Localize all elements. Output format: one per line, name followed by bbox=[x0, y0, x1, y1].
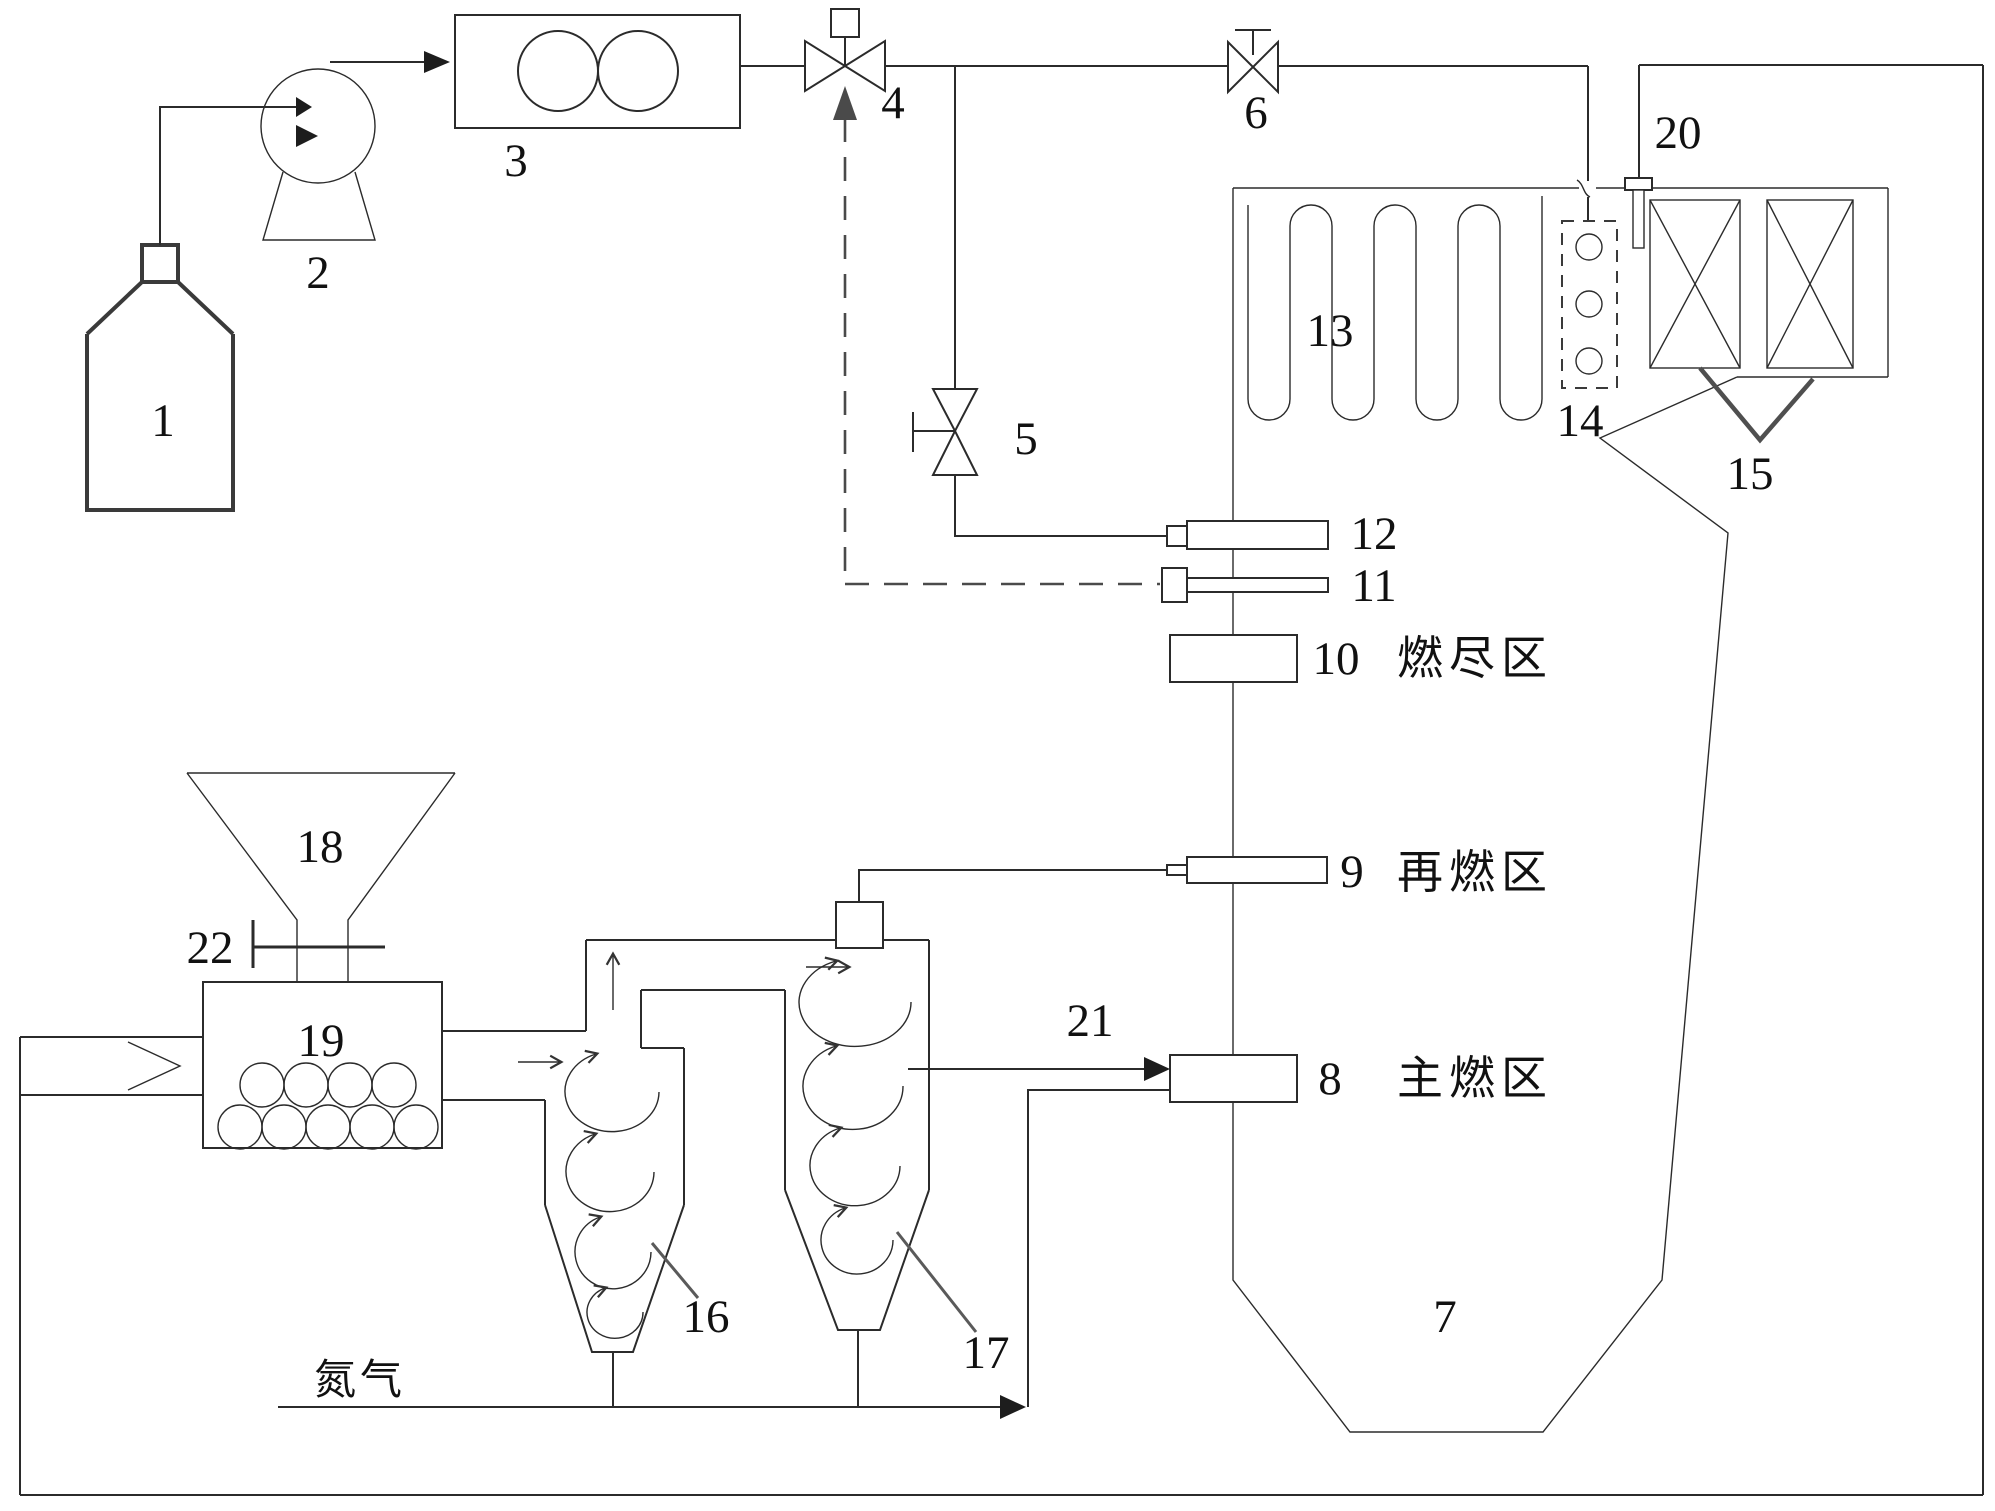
gas-bottle bbox=[85, 97, 312, 512]
label-18: 18 bbox=[297, 821, 344, 873]
coal-carrier-line bbox=[1027, 1089, 1170, 1407]
label-16: 16 bbox=[683, 1291, 730, 1343]
injection-grid bbox=[1561, 220, 1618, 389]
primary-air-arrow bbox=[908, 1057, 1170, 1081]
injector-12 bbox=[1166, 520, 1329, 550]
burnout-zone-label: 燃尽区 bbox=[1397, 633, 1553, 684]
cyclone-16 bbox=[518, 1047, 685, 1407]
zone-labels: 燃尽区 再燃区 主燃区 氮气 bbox=[314, 633, 1553, 1404]
mill-outlet-duct bbox=[442, 939, 929, 1101]
label-11: 11 bbox=[1351, 560, 1396, 612]
injector-11 bbox=[1161, 567, 1329, 603]
gate-valve-22 bbox=[251, 920, 385, 968]
valve-6 bbox=[1227, 29, 1279, 95]
label-2: 2 bbox=[306, 247, 330, 299]
reference-numerals: 1 2 3 4 5 6 7 8 9 10 11 12 13 14 15 16 1… bbox=[151, 77, 1773, 1379]
label-10: 10 bbox=[1313, 633, 1360, 685]
label-13: 13 bbox=[1307, 305, 1354, 357]
label-19: 19 bbox=[298, 1015, 345, 1067]
label-17: 17 bbox=[963, 1327, 1010, 1379]
heat-exchanger-coil bbox=[1247, 196, 1543, 421]
recirculation-duct bbox=[19, 1037, 1983, 1496]
main-zone-label: 主燃区 bbox=[1397, 1053, 1553, 1104]
label-5: 5 bbox=[1014, 413, 1038, 465]
nitrogen-line bbox=[278, 1395, 1026, 1419]
reburn-zone-label: 再燃区 bbox=[1397, 847, 1553, 898]
mill-inlet-duct bbox=[20, 1036, 203, 1096]
label-7: 7 bbox=[1433, 1291, 1457, 1343]
burnout-zone-burner bbox=[1169, 634, 1298, 683]
main-zone-burner bbox=[1169, 1054, 1298, 1103]
leader-lines bbox=[650, 1231, 978, 1333]
label-4: 4 bbox=[881, 77, 905, 129]
label-20: 20 bbox=[1655, 107, 1702, 159]
ball-mill bbox=[202, 981, 443, 1150]
label-22: 22 bbox=[187, 922, 234, 974]
label-14: 14 bbox=[1557, 395, 1604, 447]
filter-baskets bbox=[1649, 199, 1854, 444]
label-12: 12 bbox=[1351, 508, 1398, 560]
label-15: 15 bbox=[1727, 448, 1774, 500]
feed-hopper bbox=[186, 772, 456, 982]
label-6: 6 bbox=[1244, 87, 1268, 139]
sampling-probe bbox=[1624, 64, 1984, 1495]
nitrogen-label: 氮气 bbox=[314, 1358, 406, 1404]
label-9: 9 bbox=[1340, 846, 1364, 898]
reburn-feed-line bbox=[858, 869, 1167, 905]
flow-meter bbox=[454, 14, 805, 129]
label-1: 1 bbox=[151, 395, 175, 447]
label-8: 8 bbox=[1318, 1053, 1342, 1105]
pump bbox=[260, 51, 450, 241]
label-3: 3 bbox=[504, 135, 528, 187]
valve-5 bbox=[912, 388, 1167, 537]
furnace-outline bbox=[1232, 179, 1889, 1433]
control-valve-4 bbox=[804, 8, 886, 93]
control-signal-dashed-line bbox=[833, 86, 1160, 586]
label-21: 21 bbox=[1067, 995, 1114, 1047]
cyclone-17 bbox=[784, 901, 930, 1407]
reburn-zone-burner bbox=[1166, 856, 1328, 884]
oxidant-pipe-top bbox=[885, 65, 1589, 389]
